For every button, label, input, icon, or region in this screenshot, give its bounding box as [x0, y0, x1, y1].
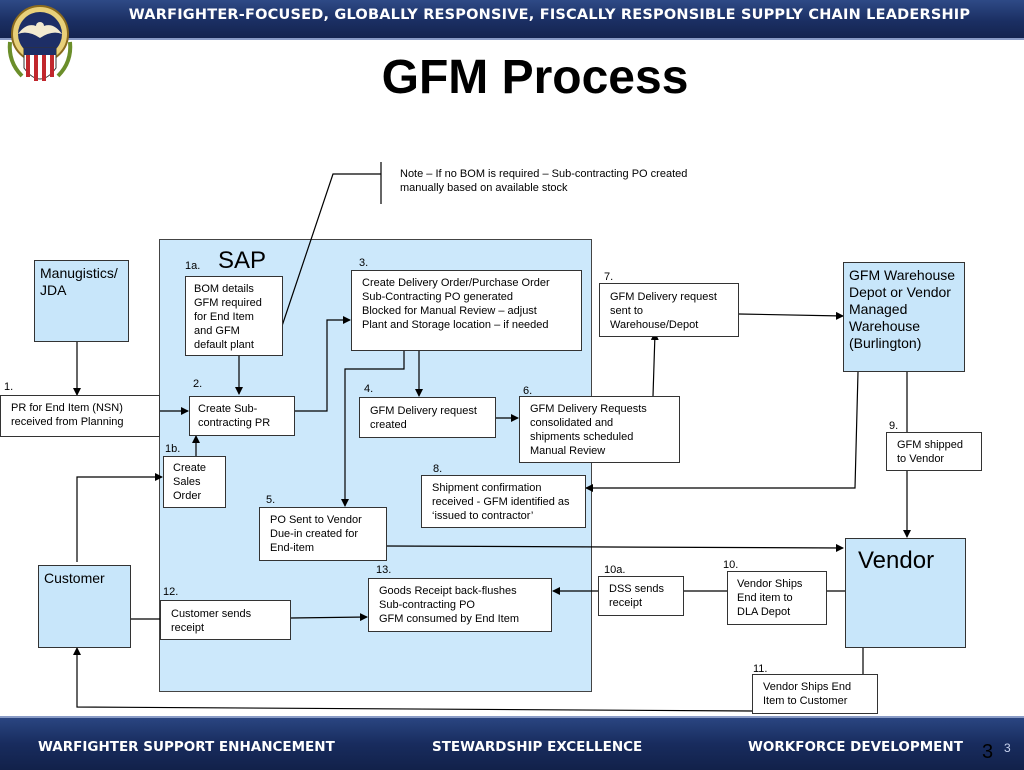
vendor-box: Vendor: [845, 538, 966, 648]
step-number: 1b.: [165, 443, 181, 455]
step-6-box: GFM Delivery Requests consolidated and s…: [519, 396, 680, 463]
step-number: 1.: [4, 381, 14, 393]
step-number: 4.: [364, 383, 374, 395]
step-2-box: Create Sub- contracting PR: [189, 396, 295, 436]
step-number: 9.: [889, 420, 899, 432]
step-5-box: PO Sent to Vendor Due-in created for End…: [259, 507, 387, 561]
gfm-warehouse-box: GFM Warehouse Depot or Vendor Managed Wa…: [843, 262, 965, 372]
step-8-box: Shipment confirmation received - GFM ide…: [421, 475, 586, 528]
step-number: 12.: [163, 586, 179, 598]
step-number: 1a.: [185, 260, 201, 272]
step-12-box: Customer sends receipt: [160, 600, 291, 640]
manugistics-jda-box: Manugistics/ JDA: [34, 260, 129, 342]
step-number: 8.: [433, 463, 443, 475]
step-1b-box: Create Sales Order: [163, 456, 226, 508]
step-11-box: Vendor Ships End Item to Customer: [752, 674, 878, 714]
dla-seal-icon: [7, 5, 73, 81]
footer-center: STEWARDSHIP EXCELLENCE: [432, 739, 643, 755]
banner-tagline: WARFIGHTER-FOCUSED, GLOBALLY RESPONSIVE,…: [128, 7, 971, 23]
step-13-box: Goods Receipt back-flushes Sub-contracti…: [368, 578, 552, 632]
footer-left: WARFIGHTER SUPPORT ENHANCEMENT: [38, 739, 335, 755]
step-4-box: GFM Delivery request created: [359, 397, 496, 438]
step-number: 3.: [359, 257, 369, 269]
bom-note: Note – If no BOM is required – Sub-contr…: [400, 168, 688, 194]
page-number: 3: [982, 741, 994, 763]
step-number: 7.: [604, 271, 614, 283]
sap-label: SAP: [218, 247, 267, 274]
step-10-box: Vendor Ships End item to DLA Depot: [727, 571, 827, 625]
footer-right: WORKFORCE DEVELOPMENT: [748, 739, 963, 755]
step-9-box: GFM shipped to Vendor: [886, 432, 982, 471]
bottom-banner: WARFIGHTER SUPPORT ENHANCEMENT STEWARDSH…: [0, 716, 1024, 770]
step-number: 5.: [266, 494, 276, 506]
step-number: 6.: [523, 385, 533, 397]
step-number: 13.: [376, 564, 392, 576]
top-banner: WARFIGHTER-FOCUSED, GLOBALLY RESPONSIVE,…: [0, 0, 1024, 40]
step-number: 10a.: [604, 564, 626, 576]
step-3-box: Create Delivery Order/Purchase Order Sub…: [351, 270, 582, 351]
customer-box: Customer: [38, 565, 131, 648]
step-number: 2.: [193, 378, 203, 390]
step-10a-box: DSS sends receipt: [598, 576, 684, 616]
step-7-box: GFM Delivery request sent to Warehouse/D…: [599, 283, 739, 337]
page-title: GFM Process: [381, 51, 689, 104]
page-number-secondary: 3: [1004, 741, 1011, 755]
step-1a-box: BOM details GFM required for End Item an…: [185, 276, 283, 356]
step-number: 10.: [723, 559, 739, 571]
step-1-box: PR for End Item (NSN) received from Plan…: [0, 395, 160, 437]
step-number: 11.: [753, 663, 768, 675]
